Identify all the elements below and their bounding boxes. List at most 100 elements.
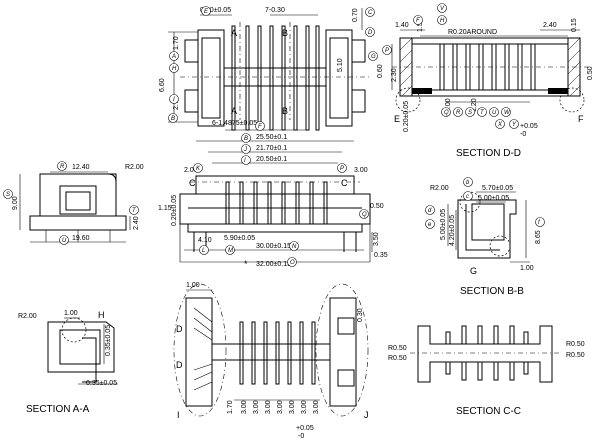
bubble [169, 51, 179, 61]
dd-fin [530, 43, 536, 91]
top-pins [231, 25, 320, 131]
bubble-label: d [428, 208, 432, 214]
bubble [365, 7, 375, 17]
top-pin [293, 25, 298, 131]
top-pad-tl [184, 39, 199, 63]
bb-inner-window [471, 203, 505, 241]
label-e: E [394, 114, 400, 124]
bottom-fin [311, 321, 316, 385]
bubble-label: H [440, 18, 445, 24]
pitch-dim: 3.00 [301, 400, 308, 414]
bubble-label: M [228, 248, 233, 254]
bubble [193, 163, 203, 173]
bubble [3, 189, 13, 199]
bubble-label: Q [362, 212, 367, 218]
label-a-top: A [231, 28, 237, 38]
bubble-label: K [196, 166, 201, 172]
front-bubbles: B J I K L M N O P Q [193, 133, 369, 267]
label-c-right: C [341, 178, 348, 188]
aa-dim-3: 0.35±0.05 [86, 380, 117, 387]
bubble-label: c [466, 194, 469, 200]
top-right-flange [325, 29, 353, 127]
bubble-label: H [172, 66, 177, 72]
front-fins [225, 181, 328, 225]
bubble [437, 15, 447, 25]
cc-fins-bottom [445, 361, 529, 381]
bottom-detail-j [315, 283, 369, 417]
front-fin [309, 181, 314, 225]
cc-radius-3: R0.50 [566, 341, 585, 348]
dd-dim-11: 1.20 [471, 98, 478, 112]
dd-dim-2: 1.50 [417, 18, 424, 32]
aa-radius: R2.00 [18, 313, 37, 320]
top-pin [269, 25, 274, 131]
bubble-label: B [171, 116, 175, 122]
front-top-bar [195, 175, 355, 195]
dd-block-right [548, 88, 568, 94]
front-dim-7: 0.20±0.05 [171, 195, 178, 226]
bubble-label: Y [512, 122, 517, 128]
top-pin [305, 25, 310, 131]
dd-block-left [412, 88, 432, 94]
bubble [169, 94, 179, 104]
front-dim-1: 25.50±0.1 [256, 134, 287, 141]
side-dim-w1: 12.40 [72, 164, 90, 171]
bottom-pitch-dims: 3.00 3.00 3.00 3.00 3.00 3.00 3.00 [241, 400, 320, 414]
pitch-dim: 3.00 [241, 400, 248, 414]
front-fin [295, 181, 300, 225]
bubble [495, 119, 505, 129]
side-bubbles: R S T U [3, 161, 139, 245]
dd-dim-5: 0.15 [571, 18, 578, 32]
bubble-label: e [428, 222, 432, 228]
section-dd-view [391, 29, 588, 113]
aa-dim-2: 0.35±0.05 [105, 325, 112, 356]
section-bb-view [447, 191, 530, 263]
bubble-label: O [290, 260, 295, 266]
bubble [225, 245, 235, 255]
front-fin [323, 181, 328, 225]
top-right-flange-inner [329, 37, 349, 119]
bubble [425, 219, 435, 229]
bubble [169, 63, 179, 73]
side-view [19, 171, 131, 243]
section-cc-view [410, 325, 560, 383]
front-base [187, 223, 363, 233]
dd-dim-7: 2.30 [391, 68, 398, 82]
bubble-label: X [497, 122, 503, 128]
bubble-label: E [204, 9, 209, 15]
aa-profile [82, 337, 97, 383]
side-window-inner [65, 191, 91, 211]
bottom-dim-3: 1.70 [227, 400, 234, 414]
bubble-label: C [368, 10, 373, 16]
bottom-right-flange [329, 297, 357, 407]
bottom-fin [275, 321, 280, 385]
bottom-tol-1: +0.05 [296, 425, 314, 432]
top-dim-6: 2.70 [173, 96, 180, 110]
section-cc-title: SECTION C-C [456, 406, 521, 417]
bottom-dim-2: 0.30 [357, 308, 364, 322]
bubble [129, 205, 139, 215]
bubble-label: f [538, 220, 541, 226]
section-bb-title: SECTION B-B [460, 286, 524, 297]
dd-detail-e [395, 87, 421, 113]
bb-radius: R2.00 [430, 185, 449, 192]
dd-dim-8: 0.50 [587, 66, 594, 80]
front-fin [267, 181, 272, 225]
bubble-label: F [258, 124, 262, 130]
bubble [441, 107, 451, 117]
bb-inner-wall [465, 204, 500, 251]
bottom-fin [251, 321, 256, 385]
pitch-dim: 3.00 [253, 400, 260, 414]
bubble [501, 107, 511, 117]
front-dim-10: 5.90±0.05 [224, 235, 255, 242]
top-pad-br [351, 89, 366, 113]
bb-bubbles: b c d e f [425, 177, 545, 229]
bubble [255, 121, 265, 131]
bottom-fins [239, 321, 316, 385]
bubble-label: P [340, 166, 344, 172]
bb-dim-1: 5.70±0.05 [482, 185, 513, 192]
bottom-slot-top [337, 317, 355, 335]
dd-dim-13: -0 [520, 131, 526, 138]
